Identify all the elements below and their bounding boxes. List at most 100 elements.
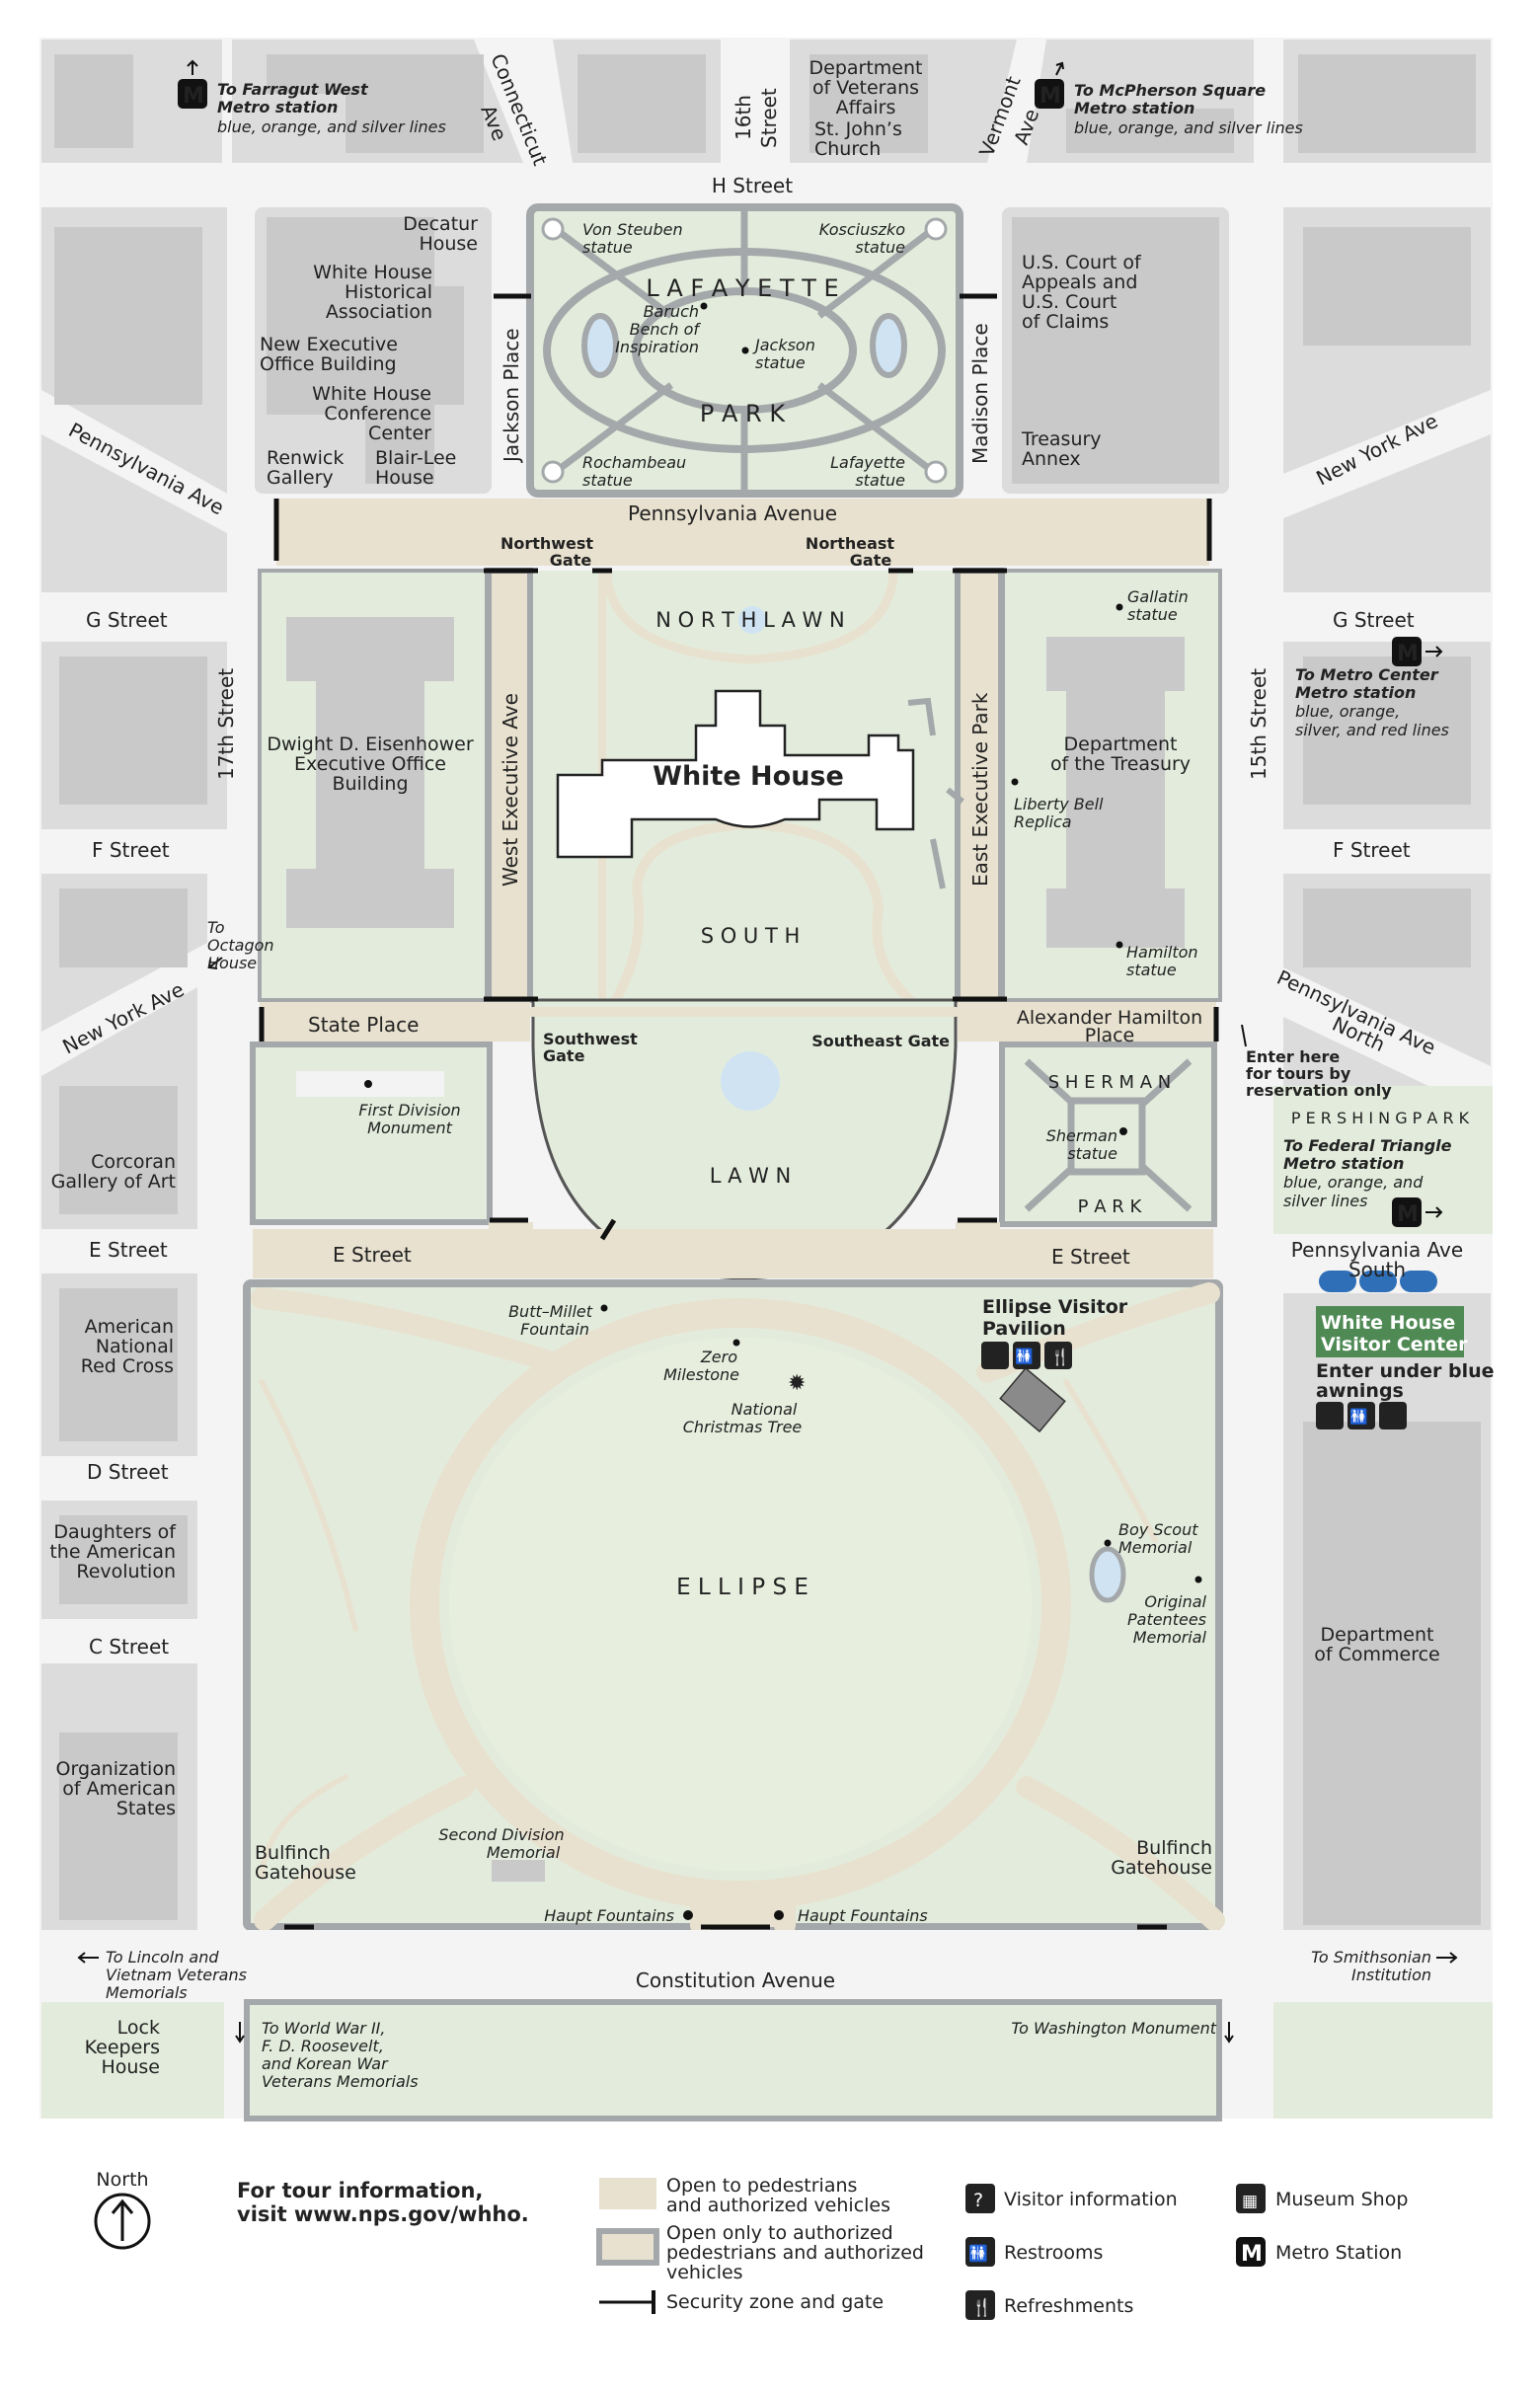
white-house-title[interactable]: White House <box>653 761 844 792</box>
baruch-1: Baruch <box>644 302 699 321</box>
museum-shop-icon: ▦ <box>1242 2192 1258 2211</box>
tour-info-2[interactable]: visit www.nps.gov/whho. <box>237 2202 529 2226</box>
sherman-title: S H E R M A N <box>1048 1072 1171 1093</box>
baruch-3: Inspiration <box>615 338 699 356</box>
oas-2: of American <box>62 1778 176 1800</box>
ellipse-visitor-pavilion-building[interactable] <box>999 1366 1066 1433</box>
street-c: C Street <box>89 1635 169 1659</box>
renwick-1: Renwick <box>267 447 344 469</box>
legend-visitor-info: Visitor information <box>1004 2189 1178 2210</box>
street-17th: 17th Street <box>214 668 238 780</box>
lafay-statue-1: Lafayette <box>830 453 905 472</box>
metro-icon: M <box>1241 2242 1263 2267</box>
whha-1: White House <box>313 262 432 283</box>
pennsylvania-avenue-plaza <box>276 499 1209 566</box>
tours-1: Enter here <box>1246 1047 1340 1066</box>
washington-monument: To Washington Monument <box>1011 2019 1216 2038</box>
metrocenter-title: To Metro Center <box>1295 665 1439 684</box>
street-15th: 15th Street <box>1247 668 1270 780</box>
nw-gate-2: Gate <box>550 551 592 570</box>
pavilion-1: Ellipse Visitor <box>982 1296 1128 1318</box>
blair-1: Blair-Lee <box>375 447 456 469</box>
lafayette-title: L A F A Y E T T E <box>646 274 838 302</box>
street-e-mid-right: E Street <box>1051 1245 1130 1269</box>
smithsonian-1: To Smithsonian <box>1311 1948 1431 1967</box>
hamilton-statue-1: Hamilton <box>1126 943 1198 962</box>
vc-title-2[interactable]: Visitor Center <box>1321 1334 1468 1355</box>
commerce-2: of Commerce <box>1314 1644 1439 1665</box>
jackson-statue-2: statue <box>755 353 806 372</box>
visitor-center-sign[interactable] <box>1316 1306 1464 1357</box>
decatur-2: House <box>419 233 478 255</box>
legend-security: Security zone and gate <box>666 2291 884 2313</box>
legend-open-2: and authorized vehicles <box>666 2195 890 2216</box>
patentees-2: Patentees <box>1127 1610 1206 1629</box>
ellipse-title: E L L I P S E <box>676 1575 808 1600</box>
street-madison: Madison Place <box>968 323 992 464</box>
rocham-2: statue <box>582 471 633 490</box>
metro-icon[interactable]: M <box>1035 61 1064 109</box>
octagon-3: House <box>207 954 257 972</box>
kosc-2: statue <box>855 238 905 257</box>
whcc-3: Center <box>368 423 431 444</box>
ww2-2: F. D. Roosevelt, <box>262 2037 384 2055</box>
tours-3: reservation only <box>1246 1081 1392 1100</box>
sherman-park-title: P A R K <box>1078 1196 1143 1217</box>
vc-awning-2 <box>1359 1271 1397 1292</box>
triangle-title: To Federal Triangle <box>1283 1136 1452 1155</box>
north-arrow-icon <box>94 2193 151 2250</box>
street-penn-ave: Pennsylvania Avenue <box>628 502 837 525</box>
street-penn-south-2: South <box>1348 1258 1406 1281</box>
second-division-2: Memorial <box>487 1843 561 1862</box>
vc-icons: ? 🚻 ▦ <box>1316 1402 1407 1429</box>
bulfinch-left-2: Gatehouse <box>255 1862 356 1884</box>
street-hamilton-1: Alexander Hamilton <box>1017 1007 1202 1029</box>
ww2-4: Veterans Memorials <box>262 2072 419 2091</box>
refreshment-icon <box>1044 1342 1072 1369</box>
vc-enter-2: awnings <box>1316 1380 1404 1402</box>
svg-text:🚻: 🚻 <box>1349 1408 1368 1426</box>
oas-1: Organization <box>56 1758 176 1780</box>
veterans-2: of Veterans <box>812 77 919 99</box>
street-g-left: G Street <box>86 608 168 632</box>
patentees-1: Original <box>1144 1592 1206 1611</box>
dar-2: the American <box>49 1541 176 1563</box>
butt-millet-2: Fountain <box>520 1320 589 1339</box>
farragut-title: To Farragut West <box>217 80 369 99</box>
restroom-icon <box>1348 1402 1375 1429</box>
refreshment-icon: 🍴 <box>971 2297 992 2318</box>
baruch-2: Bench of <box>630 320 702 339</box>
lock-1: Lock <box>117 2017 160 2039</box>
se-gate: Southeast Gate <box>811 1032 950 1050</box>
metro-icon[interactable]: M <box>1392 1197 1443 1227</box>
street-jackson: Jackson Place <box>500 328 523 464</box>
second-division-1: Second Division <box>438 1825 564 1844</box>
gallatin-1: Gallatin <box>1127 587 1189 606</box>
north-lawn-title: N O R T H L A W N <box>655 608 844 632</box>
south-title: S O U T H <box>701 924 801 948</box>
svg-text:🍴: 🍴 <box>1050 1348 1070 1366</box>
whha-3: Association <box>326 301 432 323</box>
vc-title-1[interactable]: White House <box>1321 1312 1455 1334</box>
metro-icon[interactable]: M <box>1392 637 1443 666</box>
triangle-title2: Metro station <box>1283 1154 1404 1173</box>
lafay-statue-2: statue <box>855 471 905 490</box>
farragut-title2: Metro station <box>217 98 338 116</box>
bulfinch-left-1: Bulfinch <box>255 1842 331 1864</box>
street-g-right: G Street <box>1333 608 1415 632</box>
sw-gate-2: Gate <box>543 1046 585 1065</box>
dar-1: Daughters of <box>53 1521 177 1543</box>
treasury-building <box>1046 637 1185 948</box>
vc-enter-1: Enter under blue <box>1316 1360 1495 1382</box>
e-street <box>253 1229 1213 1278</box>
metrocenter-title2: Metro station <box>1295 683 1416 702</box>
white-house-building[interactable] <box>556 689 915 859</box>
info-icon <box>981 1342 1009 1369</box>
metro-icon[interactable]: M <box>178 59 207 109</box>
info-icon <box>1316 1402 1344 1429</box>
legend-auth-3: vehicles <box>666 2262 743 2283</box>
court-1: U.S. Court of <box>1022 252 1142 273</box>
annex-1: Treasury <box>1021 428 1102 450</box>
octagon-1: To <box>207 918 225 937</box>
